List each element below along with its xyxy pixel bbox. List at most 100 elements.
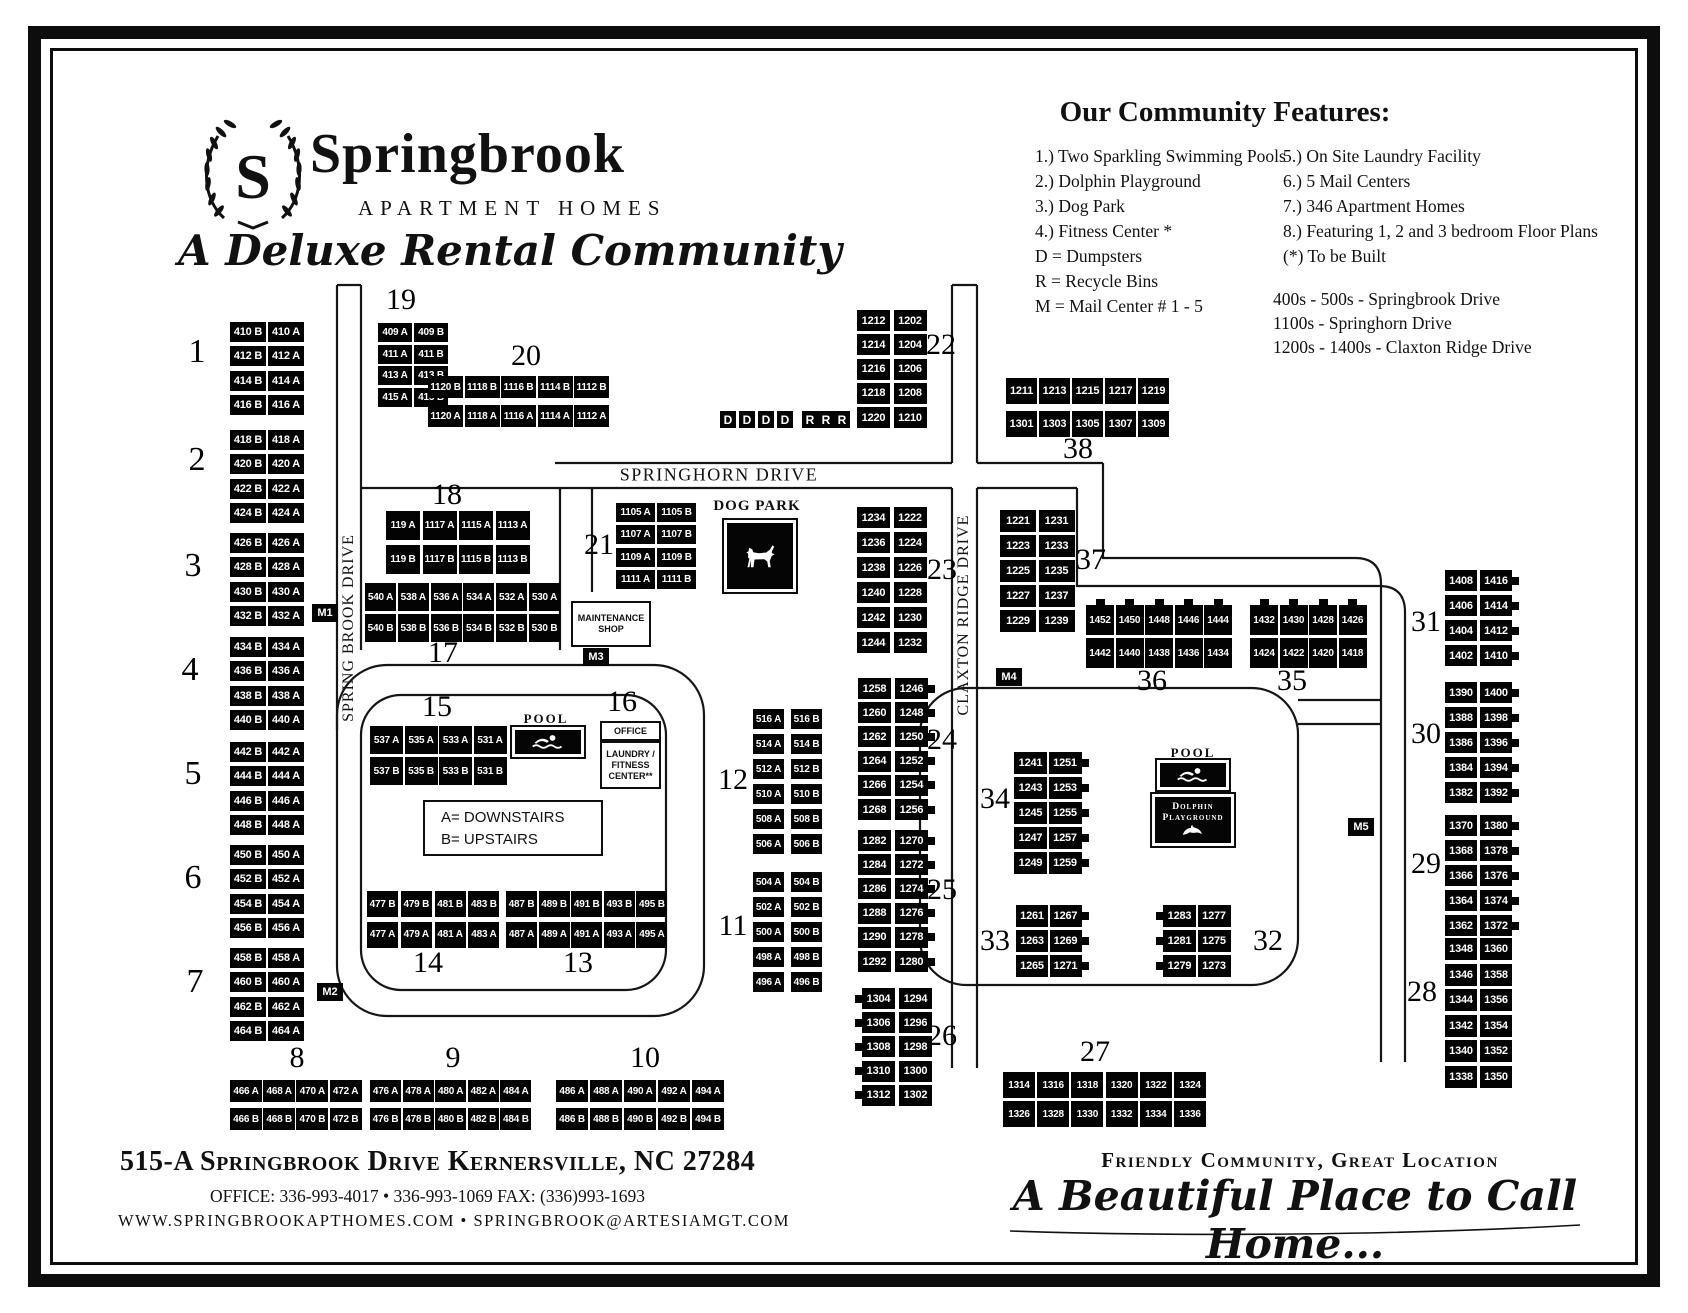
list-item: (*) To be Built xyxy=(1283,246,1386,266)
unit-535-a: 535 A xyxy=(404,726,438,754)
unit-1386: 1386 xyxy=(1445,732,1477,753)
building-label-15: 15 xyxy=(422,690,452,723)
unit-1257: 1257 xyxy=(1048,827,1082,849)
unit-1316: 1316 xyxy=(1037,1072,1070,1098)
brand-name: Springbrook xyxy=(310,123,625,185)
unit-1348: 1348 xyxy=(1445,938,1477,960)
unit-1212: 1212 xyxy=(857,310,890,331)
unit-1242: 1242 xyxy=(857,607,890,628)
unit-1275: 1275 xyxy=(1197,930,1231,952)
unit-1105-a: 1105 A xyxy=(616,503,655,522)
unit-531-b: 531 B xyxy=(473,757,507,785)
unit-489-a: 489 A xyxy=(538,921,570,948)
unit-538-a: 538 A xyxy=(397,583,429,611)
unit-540-a: 540 A xyxy=(365,583,396,611)
building-label-25: 25 xyxy=(927,873,957,906)
unit-477-a: 477 A xyxy=(367,921,398,948)
unit-450-b: 450 B xyxy=(230,845,266,865)
building-label-29: 29 xyxy=(1411,847,1441,880)
unit-1286: 1286 xyxy=(858,878,891,900)
building-label-36: 36 xyxy=(1137,664,1167,697)
unit-1273: 1273 xyxy=(1197,955,1231,977)
unit-1334: 1334 xyxy=(1139,1101,1172,1127)
unit-479-b: 479 B xyxy=(400,891,432,917)
unit-1254: 1254 xyxy=(895,774,928,796)
unit-450-a: 450 A xyxy=(268,845,304,865)
unit-448-a: 448 A xyxy=(268,814,304,835)
building-tab xyxy=(928,757,935,766)
unit-444-a: 444 A xyxy=(268,766,304,787)
unit-510-b: 510 B xyxy=(791,784,822,804)
building-label-24: 24 xyxy=(927,723,957,756)
building-tab xyxy=(855,1091,862,1100)
unit-1251: 1251 xyxy=(1048,752,1082,774)
unit-482-b: 482 B xyxy=(467,1108,499,1130)
unit-1230: 1230 xyxy=(893,607,927,628)
unit-491-b: 491 B xyxy=(571,891,603,917)
building-label-20: 20 xyxy=(511,339,541,372)
maintenance-shop-box: MAINTENANCE SHOP xyxy=(571,601,651,647)
unit-1278: 1278 xyxy=(895,926,928,948)
building-tab xyxy=(1081,759,1089,767)
unit-1245: 1245 xyxy=(1014,802,1047,824)
unit-1216: 1216 xyxy=(857,358,890,380)
unit-1258: 1258 xyxy=(858,678,891,699)
unit-1224: 1224 xyxy=(893,532,927,553)
unit-1320: 1320 xyxy=(1105,1072,1138,1098)
list-item: 4.) Fitness Center * xyxy=(1035,221,1173,241)
unit-456-a: 456 A xyxy=(268,917,304,938)
outer-frame xyxy=(28,26,1660,1287)
maintenance-shop-label: MAINTENANCE xyxy=(577,613,645,623)
building-tab xyxy=(1156,962,1163,970)
unit-470-a: 470 A xyxy=(296,1080,329,1102)
unit-476-b: 476 B xyxy=(370,1108,401,1130)
unit-412-b: 412 B xyxy=(230,346,266,367)
laundry-label: LAUNDRY / xyxy=(606,748,655,759)
unit-438-a: 438 A xyxy=(268,685,304,706)
unit-1264: 1264 xyxy=(858,750,891,772)
building-tab xyxy=(928,684,935,693)
unit-1107-a: 1107 A xyxy=(616,525,655,545)
unit-1206: 1206 xyxy=(893,358,927,380)
unit-444-b: 444 B xyxy=(230,766,266,787)
unit-491-a: 491 A xyxy=(571,921,603,948)
unit-430-a: 430 A xyxy=(268,581,304,602)
unit-1406: 1406 xyxy=(1445,595,1477,616)
unit-1214: 1214 xyxy=(857,334,890,356)
unit-481-b: 481 B xyxy=(434,891,466,917)
mail-center-m3: M3 xyxy=(583,648,609,666)
unit-1346: 1346 xyxy=(1445,963,1477,986)
unit-1225: 1225 xyxy=(1000,560,1036,582)
unit-1274: 1274 xyxy=(895,878,928,900)
building-tab xyxy=(1156,937,1163,945)
unit-531-a: 531 A xyxy=(473,726,507,754)
building-label-19: 19 xyxy=(386,283,416,316)
unit-1362: 1362 xyxy=(1445,915,1477,936)
unit-1233: 1233 xyxy=(1038,535,1075,557)
building-label-18: 18 xyxy=(432,478,462,511)
unit-482-a: 482 A xyxy=(467,1080,499,1102)
unit-1282: 1282 xyxy=(858,830,891,851)
unit-490-b: 490 B xyxy=(624,1108,656,1130)
unit-540-b: 540 B xyxy=(365,614,396,642)
unit-498-a: 498 A xyxy=(753,947,784,967)
unit-1253: 1253 xyxy=(1048,777,1082,799)
unit-436-a: 436 A xyxy=(268,661,304,682)
unit-478-b: 478 B xyxy=(402,1108,434,1130)
unit-1244: 1244 xyxy=(857,632,890,653)
unit-1322: 1322 xyxy=(1139,1072,1172,1098)
unit-1302: 1302 xyxy=(899,1084,932,1106)
unit-1204: 1204 xyxy=(893,334,927,356)
unit-1268: 1268 xyxy=(858,799,891,820)
unit-476-a: 476 A xyxy=(370,1080,401,1102)
unit-1368: 1368 xyxy=(1445,840,1477,861)
laundry-fitness-box: LAUNDRY / FITNESS CENTER** xyxy=(600,741,661,789)
unit-468-b: 468 B xyxy=(263,1108,296,1130)
unit-436-b: 436 B xyxy=(230,661,266,682)
unit-1218: 1218 xyxy=(857,382,890,404)
unit-442-a: 442 A xyxy=(268,742,304,762)
unit-1296: 1296 xyxy=(899,1012,932,1034)
unit-464-b: 464 B xyxy=(230,1020,266,1041)
unit-481-a: 481 A xyxy=(434,921,466,948)
